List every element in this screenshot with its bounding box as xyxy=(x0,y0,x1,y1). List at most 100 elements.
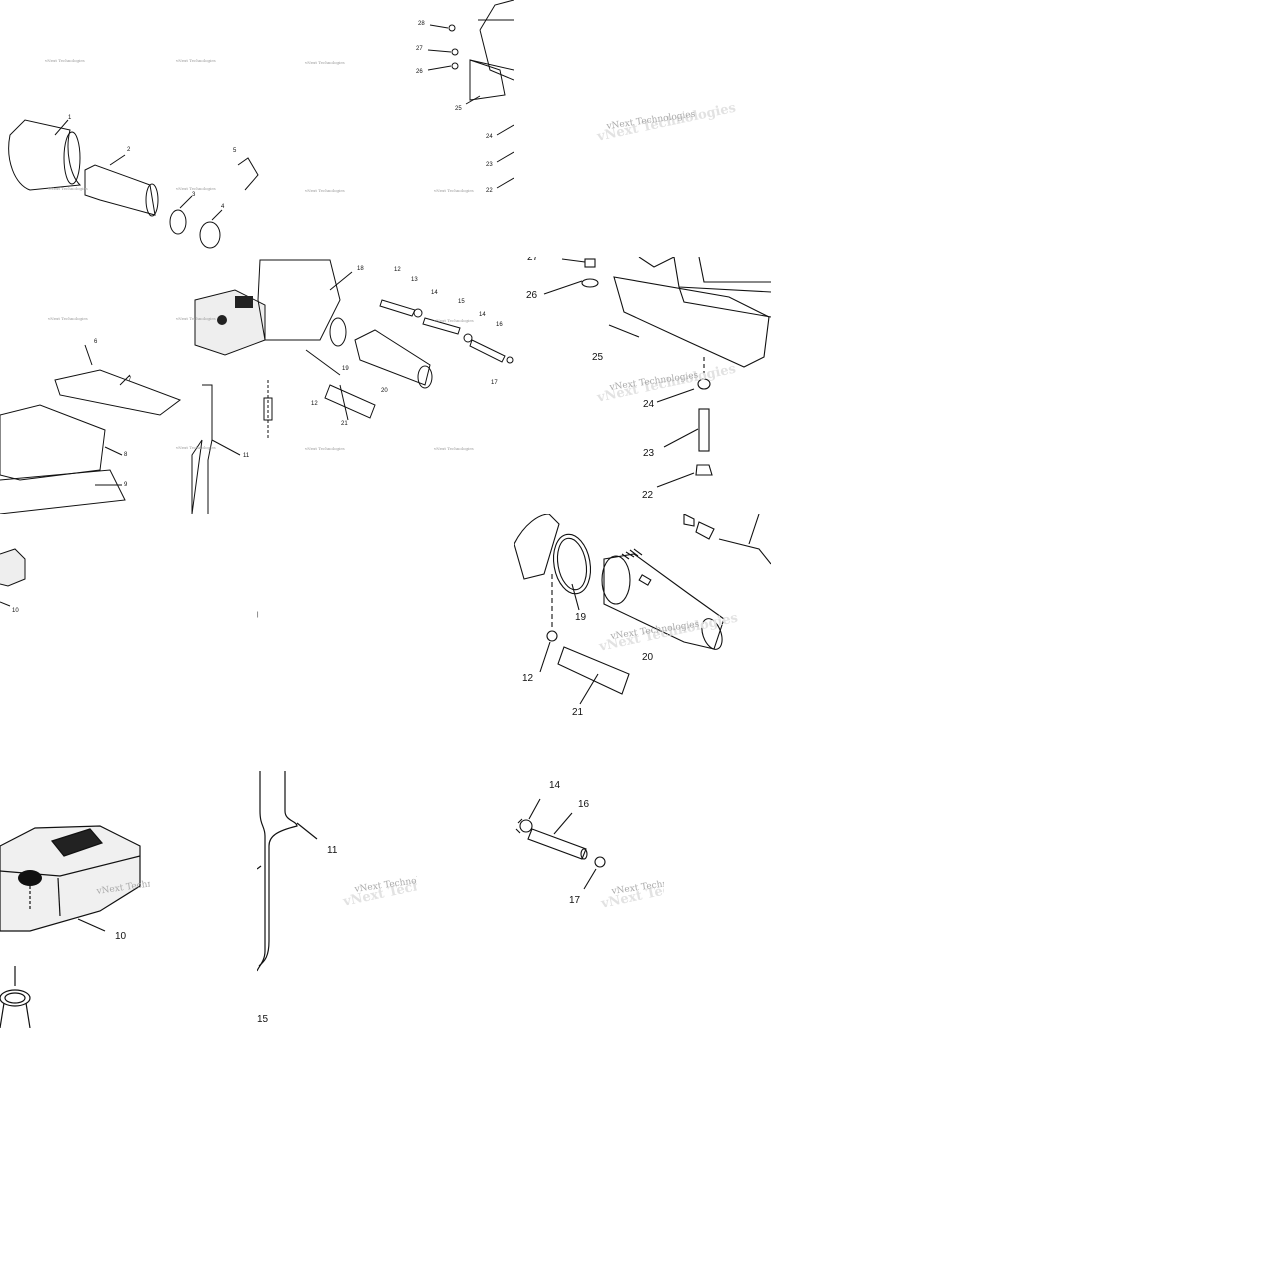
leader-4 xyxy=(211,209,223,221)
hose-21 xyxy=(557,646,630,695)
tube-top xyxy=(0,989,31,1007)
coupler-20 xyxy=(354,329,431,386)
overview-drawing xyxy=(0,0,514,514)
leader-24 xyxy=(656,388,695,403)
leader-28 xyxy=(429,24,449,29)
callout-27: 27 xyxy=(527,257,539,263)
intake-box-seam xyxy=(57,877,61,917)
detail-coupler: 19 20 12 21 vNext Technologies vNext Tec… xyxy=(514,514,771,771)
callout-21: 21 xyxy=(572,707,584,718)
leader-2 xyxy=(109,154,126,166)
tube-11-right xyxy=(258,771,298,967)
callout-21: 21 xyxy=(341,421,348,427)
fuel-valve-drawing xyxy=(543,257,771,488)
callout-17: 17 xyxy=(569,895,581,906)
clamp-14 xyxy=(463,333,473,343)
callout-20: 20 xyxy=(381,388,388,394)
tube-body xyxy=(0,1002,31,1028)
watermark: vNext Technologies xyxy=(48,186,88,191)
intake-box-10 xyxy=(0,825,141,932)
leader-12 xyxy=(539,641,551,673)
gasket-25 xyxy=(613,276,770,368)
sleeve-1-opening xyxy=(63,131,81,185)
leader-10 xyxy=(77,918,106,932)
watermark: vNext Technologies xyxy=(176,316,216,321)
watermark: vNext Technologies xyxy=(305,446,345,451)
callout-19: 19 xyxy=(575,612,587,623)
intake-box-10 xyxy=(194,289,266,356)
hose-16-end xyxy=(580,848,588,860)
clamp-13 xyxy=(413,308,423,318)
callout-28: 28 xyxy=(418,21,425,27)
watermark: vNext Technologies xyxy=(434,188,474,193)
leader-1 xyxy=(54,119,69,136)
watermark: vNext Technologies xyxy=(176,445,216,450)
callout-27: 27 xyxy=(416,46,423,52)
clamp-17 xyxy=(594,856,606,868)
watermark: vNext Technologies xyxy=(45,58,85,63)
bolt-27 xyxy=(584,258,596,268)
callout-19: 19 xyxy=(342,366,349,372)
callout-17: 17 xyxy=(491,380,498,386)
callout-1: 1 xyxy=(68,115,72,121)
callout-18: 18 xyxy=(357,266,364,272)
callout-23: 23 xyxy=(643,448,655,459)
watermark: vNext Technologies xyxy=(176,186,216,191)
leader-19 xyxy=(571,583,580,611)
ring-19-inner xyxy=(556,537,588,591)
callout-13: 13 xyxy=(411,277,418,283)
tank-edge-outline xyxy=(469,0,514,81)
leader-18 xyxy=(329,271,353,291)
clamps-top xyxy=(683,514,715,540)
watermark: vNext Technologies xyxy=(434,446,474,451)
ring-3 xyxy=(169,209,187,235)
callout-10: 10 xyxy=(115,931,127,942)
intake-box-edge xyxy=(0,855,141,877)
fastener-27 xyxy=(451,48,459,56)
clamp-14-ears xyxy=(515,818,523,834)
leader-24 xyxy=(496,124,514,136)
callout-24: 24 xyxy=(486,134,493,140)
leader-27 xyxy=(561,258,586,263)
leader-3 xyxy=(179,195,193,209)
clamp-12 xyxy=(546,630,558,642)
detail-side-strip: 10 xyxy=(0,514,40,624)
clamp-14 xyxy=(519,819,533,833)
small-marker: | xyxy=(257,612,259,618)
coupler-slot xyxy=(638,574,652,586)
callout-4: 4 xyxy=(221,204,225,210)
side-strip-drawing xyxy=(0,548,26,607)
tube-11-left xyxy=(257,771,266,972)
plate-8 xyxy=(0,404,106,481)
leader-27 xyxy=(427,49,452,53)
intake-box-hole xyxy=(217,315,227,325)
nut-4 xyxy=(199,221,221,249)
callout-26: 26 xyxy=(416,69,423,75)
callout-24: 24 xyxy=(643,399,655,410)
hose-end-drawing xyxy=(515,798,606,890)
callout-16: 16 xyxy=(496,322,503,328)
callout-25: 25 xyxy=(455,106,462,112)
leader-11 xyxy=(296,822,318,840)
tank-bottom-outline xyxy=(638,257,771,318)
watermark: vNext Technologies xyxy=(176,58,216,63)
airbox-flange xyxy=(514,514,560,580)
coupler-20-outlet xyxy=(701,618,723,650)
hose-23 xyxy=(698,408,710,452)
callout-3: 3 xyxy=(192,192,196,198)
tube-drawing xyxy=(257,771,318,972)
callout-22: 22 xyxy=(486,188,493,194)
ring-19 xyxy=(552,533,592,595)
callout-22: 22 xyxy=(642,490,654,501)
leader-11 xyxy=(211,439,241,456)
coupler-20-end xyxy=(417,365,433,389)
sleeve-1 xyxy=(8,119,82,191)
clamp-17 xyxy=(506,356,514,364)
callout-20: 20 xyxy=(642,652,654,663)
watermark: vNext Technologies xyxy=(305,188,345,193)
callout-6: 6 xyxy=(94,339,98,345)
leader-25 xyxy=(608,324,640,338)
tube-top-inner xyxy=(4,992,26,1004)
hose-21 xyxy=(324,384,376,419)
fastener-28 xyxy=(448,24,456,32)
